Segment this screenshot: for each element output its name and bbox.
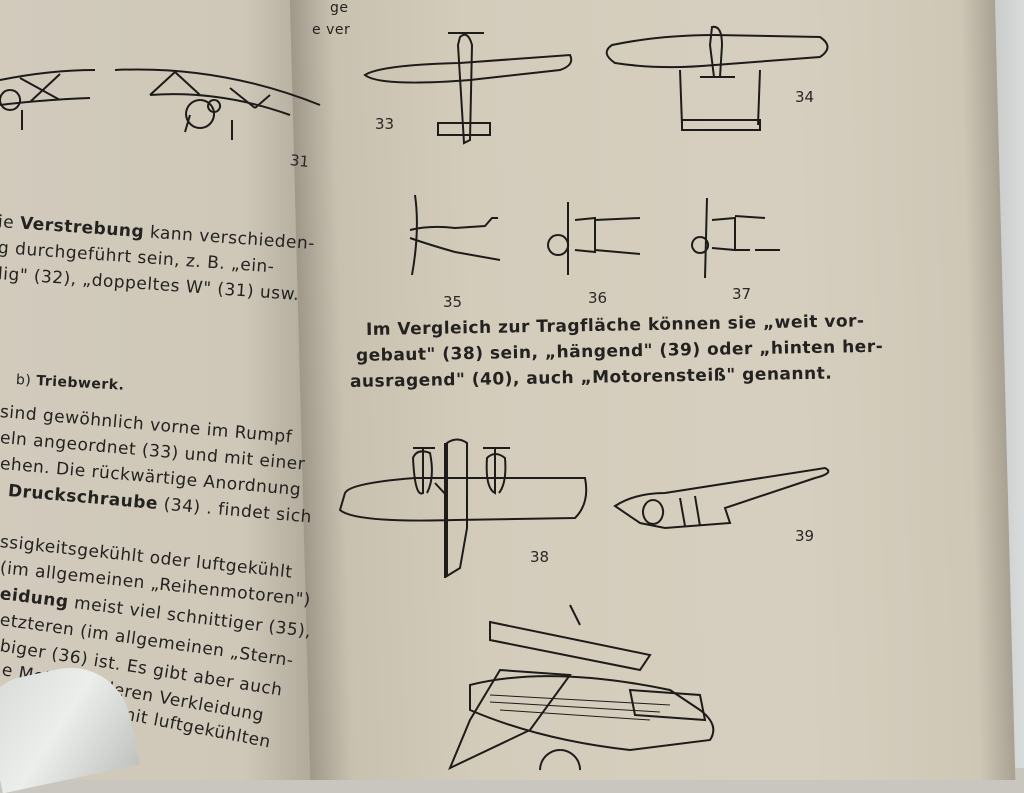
airplane-33-illustration bbox=[363, 25, 829, 145]
figure-number: 35 bbox=[443, 293, 463, 311]
figure-number: 37 bbox=[732, 285, 752, 303]
corner-text: e ver bbox=[312, 22, 351, 38]
corner-text: ge bbox=[330, 0, 349, 16]
twin-engine-plane-illustration bbox=[338, 438, 830, 578]
left-page bbox=[0, 0, 330, 780]
figure-number: 38 bbox=[530, 548, 550, 566]
aircraft-perspective-illustration bbox=[448, 604, 715, 770]
figure-number: 34 bbox=[795, 88, 815, 106]
figure-number: 36 bbox=[588, 289, 608, 307]
biplane-illustration bbox=[0, 68, 321, 140]
engine-cowling-illustrations bbox=[409, 194, 780, 279]
figure-number: 39 bbox=[795, 527, 815, 545]
figure-number: 31 bbox=[289, 151, 310, 171]
figure-number: 33 bbox=[375, 115, 395, 133]
